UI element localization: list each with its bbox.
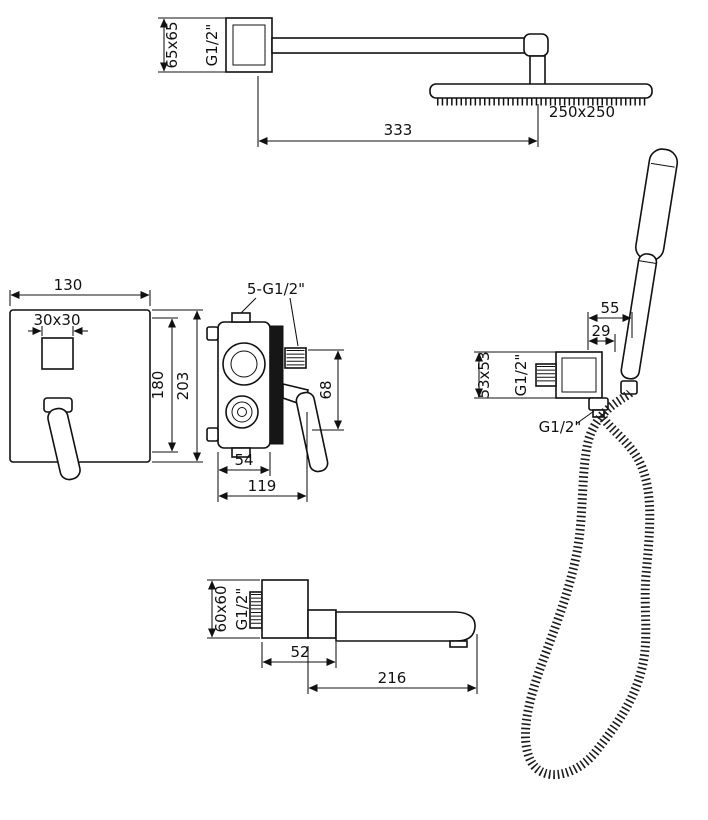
dim-label-button-size: 30x30 xyxy=(33,311,80,329)
dim-label-shower-flange: 65x65 xyxy=(163,21,181,68)
dim-52-lines xyxy=(261,642,337,668)
dim-55-lines xyxy=(587,312,633,350)
shower-arm-flange-inner xyxy=(232,24,266,66)
dim-130-lines xyxy=(9,290,151,306)
tub-spout-assembly: 60x60 G1/2" 52 216 xyxy=(207,579,478,694)
diverter-button xyxy=(41,337,74,370)
outlet-escutcheon-inner xyxy=(561,357,597,393)
spout-neck xyxy=(307,609,337,639)
spout-nipple xyxy=(249,591,263,629)
dim-label-mixer-body-width: 54 xyxy=(234,451,253,469)
spout-body xyxy=(335,611,476,642)
mixer-diverter-mid xyxy=(231,401,253,423)
mixer-diverter-outer xyxy=(225,395,259,429)
hose-thread-leader xyxy=(575,410,595,425)
shower-head xyxy=(429,83,653,99)
mixer-handle-lever xyxy=(295,391,329,473)
dim-60x60-lines xyxy=(207,579,260,639)
mixer-port-top xyxy=(231,312,251,323)
label-hose-thread: G1/2" xyxy=(539,418,582,436)
mixer-tab-top xyxy=(206,326,219,341)
plate-handle-lever xyxy=(47,407,81,481)
dim-label-inset-29: 29 xyxy=(591,322,610,340)
dim-68-lines xyxy=(308,349,344,431)
wand-joint-line xyxy=(638,260,657,264)
rain-shower-assembly: 65x65 G1/2" 250x250 333 xyxy=(158,17,653,147)
dim-label-spout-base: 52 xyxy=(290,643,309,661)
dim-label-mixer-total-width: 119 xyxy=(248,477,277,495)
dim-label-outlet-size: 53x53 xyxy=(475,351,493,398)
wall-plate xyxy=(9,309,151,463)
dim-203-lines xyxy=(152,309,203,463)
hand-shower-wand xyxy=(620,148,679,380)
hand-shower-assembly: 55 29 53x53 G1/2" G1/2" xyxy=(474,148,679,780)
dim-54-lines xyxy=(217,452,271,476)
outlet-hose-nut xyxy=(588,397,609,411)
dim-216-lines xyxy=(307,634,478,694)
shower-hose xyxy=(520,389,655,780)
shower-arm-endcap xyxy=(523,33,549,57)
dim-label-plate-width: 130 xyxy=(54,276,83,294)
dim-label-mixer-height: 68 xyxy=(317,380,335,399)
dim-label-spout-thread: G1/2" xyxy=(233,588,251,631)
dim-333-lines xyxy=(257,76,539,147)
wall-plate-assembly: 130 30x30 180 203 xyxy=(9,276,203,481)
mixer-valve-assembly: 5-G1/2" 68 54 119 xyxy=(206,280,344,502)
dim-119-lines xyxy=(217,412,308,502)
dim-label-spout-flange: 60x60 xyxy=(212,585,230,632)
shower-arm-drop xyxy=(529,55,546,87)
dim-label-plate-inner-height: 180 xyxy=(149,371,167,400)
label-mixer-ports: 5-G1/2" xyxy=(247,280,305,298)
mixer-face-plate xyxy=(269,325,284,445)
dim-flange-65-lines xyxy=(158,17,226,73)
dim-53x53-lines xyxy=(474,351,556,399)
shower-arm-flange xyxy=(225,17,273,73)
dim-29-lines xyxy=(588,334,616,352)
dim-label-shower-thread: G1/2" xyxy=(203,24,221,67)
dim-label-plate-outer-height: 203 xyxy=(174,372,192,401)
spout-outlet xyxy=(449,640,468,648)
dim-label-outlet-thread: G1/2" xyxy=(512,354,530,397)
wand-hose-nut xyxy=(620,380,638,395)
dim-label-arm-length: 333 xyxy=(384,121,413,139)
outlet-nipple xyxy=(535,363,557,387)
mixer-cartridge-inner xyxy=(230,350,258,378)
shower-arm xyxy=(271,37,529,54)
dim-label-offset-55: 55 xyxy=(600,299,619,317)
mixer-cartridge-outer xyxy=(222,342,266,386)
dim-180-lines xyxy=(152,317,178,453)
dim-30x30-lines xyxy=(28,326,88,336)
mixer-port-bottom xyxy=(231,447,251,458)
dim-label-spout-length: 216 xyxy=(378,669,407,687)
mixer-tab-bottom xyxy=(206,427,219,442)
outlet-escutcheon xyxy=(555,351,603,399)
mixer-diverter-center xyxy=(237,407,247,417)
wand-face-line xyxy=(650,162,675,168)
wand-handle xyxy=(620,253,658,380)
spout-flange xyxy=(261,579,309,639)
dim-label-head-size: 250x250 xyxy=(549,103,615,121)
